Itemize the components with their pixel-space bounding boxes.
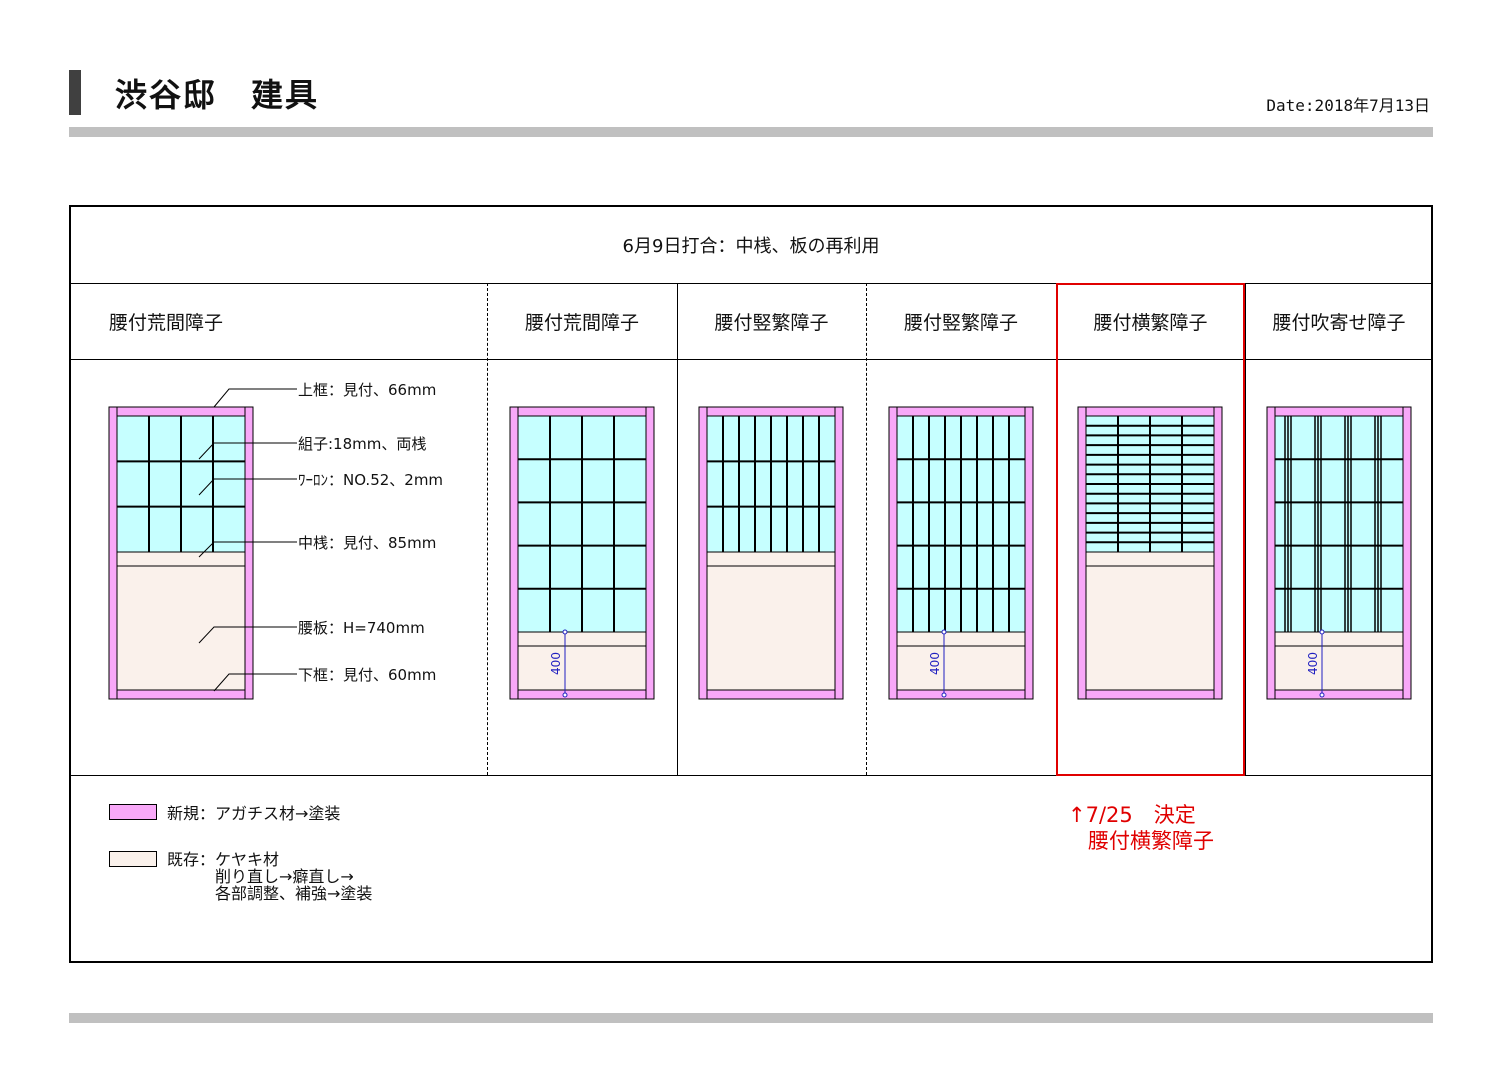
door-3-right-stile — [834, 406, 844, 700]
door-2-middle-rail — [517, 631, 647, 647]
annotation-leader-2 — [198, 442, 297, 460]
fittings-board: 6月9日打合：中桟、板の再利用 腰付荒間障子 腰付荒間障子 腰付竪繁障子 腰付竪… — [69, 205, 1433, 963]
annotation-leader-1 — [213, 388, 297, 408]
door-6-bottom-rail — [1266, 689, 1412, 700]
annotation-leader-4 — [198, 541, 297, 558]
door-3-left-stile — [698, 406, 708, 700]
door-5-right-stile — [1213, 406, 1223, 700]
door-6-top-rail — [1266, 406, 1412, 417]
annotation-leader-6 — [213, 673, 297, 692]
door-4-dimension-label: 400 — [928, 652, 942, 675]
header-rule — [69, 127, 1433, 137]
column-label-1: 腰付荒間障子 — [109, 311, 224, 334]
door-6-middle-rail — [1274, 631, 1404, 647]
door-6-kickboard — [1274, 645, 1404, 691]
door-6-dimension-tick-top — [1319, 629, 1325, 635]
annotation-1: 上框：見付、66mm — [298, 381, 436, 399]
legend-new: 新規：アガチス材→塗装 — [167, 804, 341, 823]
door-2-dimension-tick-top — [562, 629, 568, 635]
door-4-left-stile — [888, 406, 898, 700]
door-4-top-rail — [888, 406, 1034, 417]
door-5-left-stile — [1077, 406, 1087, 700]
column-divider-5 — [1245, 283, 1246, 775]
door-5-kickboard — [1085, 565, 1215, 691]
door-4-dimension-tick-bottom — [941, 692, 947, 698]
divider-row-3 — [71, 775, 1431, 776]
annotation-4: 中桟：見付、85mm — [298, 534, 436, 552]
annotation-3: ﾜｰﾛﾝ：NO.52、2mm — [298, 471, 443, 489]
annotation-5: 腰板：H=740mm — [298, 619, 425, 637]
door-4-middle-rail — [896, 631, 1026, 647]
column-label-5: 腰付横繁障子 — [1093, 311, 1208, 334]
door-6-left-stile — [1266, 406, 1276, 700]
door-6-glass — [1274, 415, 1404, 633]
door-2-left-stile — [509, 406, 519, 700]
decision-line-1: ↑7/25 決定 — [1068, 803, 1196, 827]
page-title: 渋谷邸 建具 — [115, 76, 320, 114]
door-5-bottom-rail — [1077, 689, 1223, 700]
door-6-dimension-tick-bottom — [1319, 692, 1325, 698]
door-5-middle-rail — [1085, 551, 1215, 567]
door-4-bottom-rail — [888, 689, 1034, 700]
door-3-bottom-rail — [698, 689, 844, 700]
annotation-leader-3 — [198, 478, 297, 496]
selected-column-highlight — [1056, 283, 1245, 776]
door-3-middle-rail — [706, 551, 836, 567]
door-1-kickboard — [116, 565, 246, 691]
title-marker — [69, 70, 81, 115]
door-5-top-rail — [1077, 406, 1223, 417]
door-1-left-stile — [108, 406, 118, 700]
door-2-dimension-label: 400 — [549, 652, 563, 675]
divider-row-2 — [71, 359, 1431, 360]
door-4-dimension-tick-top — [941, 629, 947, 635]
decision-line-2: 腰付横繁障子 — [1088, 829, 1214, 853]
door-2-dimension-tick-bottom — [562, 692, 568, 698]
door-6-right-stile — [1402, 406, 1412, 700]
shoji-drawings: 400 400 400 上框：見付、66mm 組子:18mm、両桟 ﾜｰﾛﾝ：NO.52、… — [108, 381, 1412, 700]
door-2-bottom-rail — [509, 689, 655, 700]
column-divider-3 — [866, 283, 867, 775]
door-3-top-rail — [698, 406, 844, 417]
door-1-bottom-rail — [108, 689, 254, 700]
decision-note: ↑7/25 決定 腰付横繁障子 — [1068, 802, 1214, 854]
door-3-kickboard — [706, 565, 836, 691]
column-label-4: 腰付竪繁障子 — [903, 311, 1018, 334]
door-4-kickboard — [896, 645, 1026, 691]
door-4-right-stile — [1024, 406, 1034, 700]
meeting-note: 6月9日打合：中桟、板の再利用 — [622, 236, 880, 257]
door-1-right-stile — [244, 406, 254, 700]
door-2-right-stile — [645, 406, 655, 700]
legend-swatch-existing — [109, 851, 157, 867]
annotation-leader-5 — [198, 626, 297, 644]
legend-existing: 既存：ケヤキ材 削り直し→癖直し→ 各部調整、補強→塗装 — [167, 850, 373, 903]
door-6-dimension-label: 400 — [1306, 652, 1320, 675]
annotation-6: 下框：見付、60mm — [298, 666, 436, 684]
column-divider-1 — [487, 283, 488, 775]
divider-row-1 — [71, 283, 1431, 284]
column-label-3: 腰付竪繁障子 — [714, 311, 829, 334]
column-divider-2 — [677, 283, 678, 775]
document-date: Date:2018年7月13日 — [1266, 96, 1430, 115]
footer-rule — [69, 1013, 1433, 1023]
legend-swatch-new — [109, 804, 157, 820]
door-1-middle-rail — [116, 551, 246, 567]
door-1-top-rail — [108, 406, 254, 417]
door-2-kickboard — [517, 645, 647, 691]
column-label-6: 腰付吹寄せ障子 — [1272, 311, 1406, 334]
column-label-2: 腰付荒間障子 — [524, 311, 639, 334]
door-2-top-rail — [509, 406, 655, 417]
annotation-2: 組子:18mm、両桟 — [298, 435, 426, 453]
